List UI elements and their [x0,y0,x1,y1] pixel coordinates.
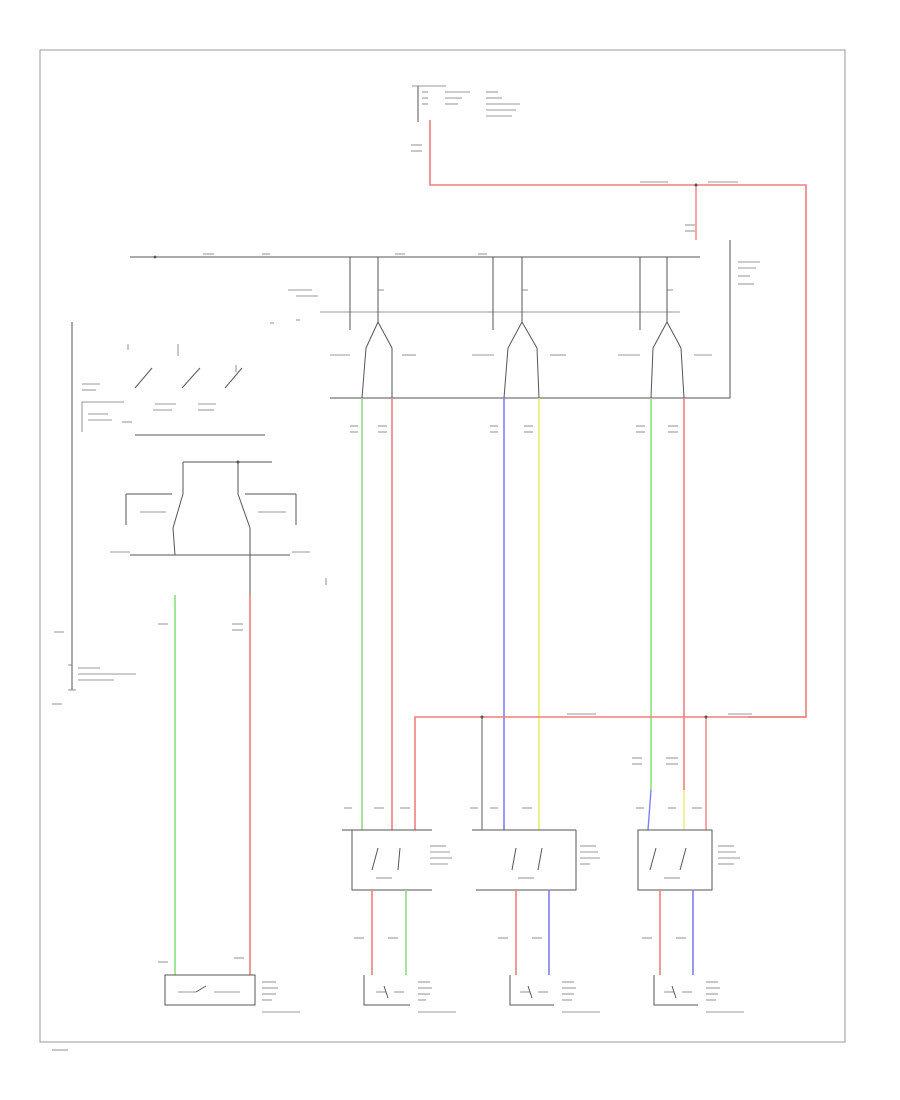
lock-switch-module [270,240,760,399]
left-wires [158,595,251,975]
actuator-wires [354,890,694,975]
diagram-frame [39,49,846,1043]
power-feed [411,85,807,718]
door-switches [342,829,740,891]
module-wires [344,398,806,831]
actuators [164,974,744,1013]
bus-line [130,253,700,259]
driver-switch [52,322,327,705]
